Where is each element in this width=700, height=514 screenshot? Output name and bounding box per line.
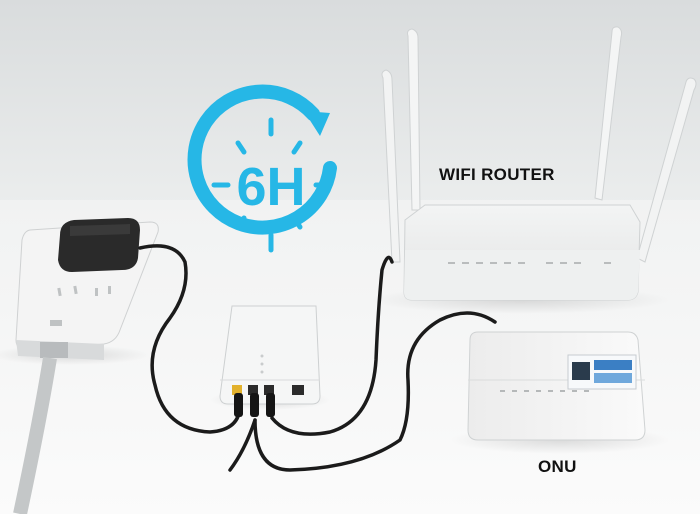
- onu-device: [467, 331, 646, 441]
- mini-ups: [219, 305, 321, 417]
- cables: [138, 244, 497, 472]
- antenna-left-back: [381, 69, 401, 263]
- wifi-router: [381, 26, 697, 301]
- badge-text: 6H: [236, 157, 305, 217]
- antenna-right-front: [636, 77, 697, 263]
- clock-arrow-icon: 6H: [187, 84, 337, 253]
- antenna-right-back: [594, 26, 623, 201]
- onu-label: ONU: [538, 457, 577, 476]
- power-adapter: [58, 218, 140, 272]
- antenna-left-front: [407, 28, 421, 211]
- router-label: WIFI ROUTER: [439, 165, 555, 184]
- wall: [0, 0, 700, 215]
